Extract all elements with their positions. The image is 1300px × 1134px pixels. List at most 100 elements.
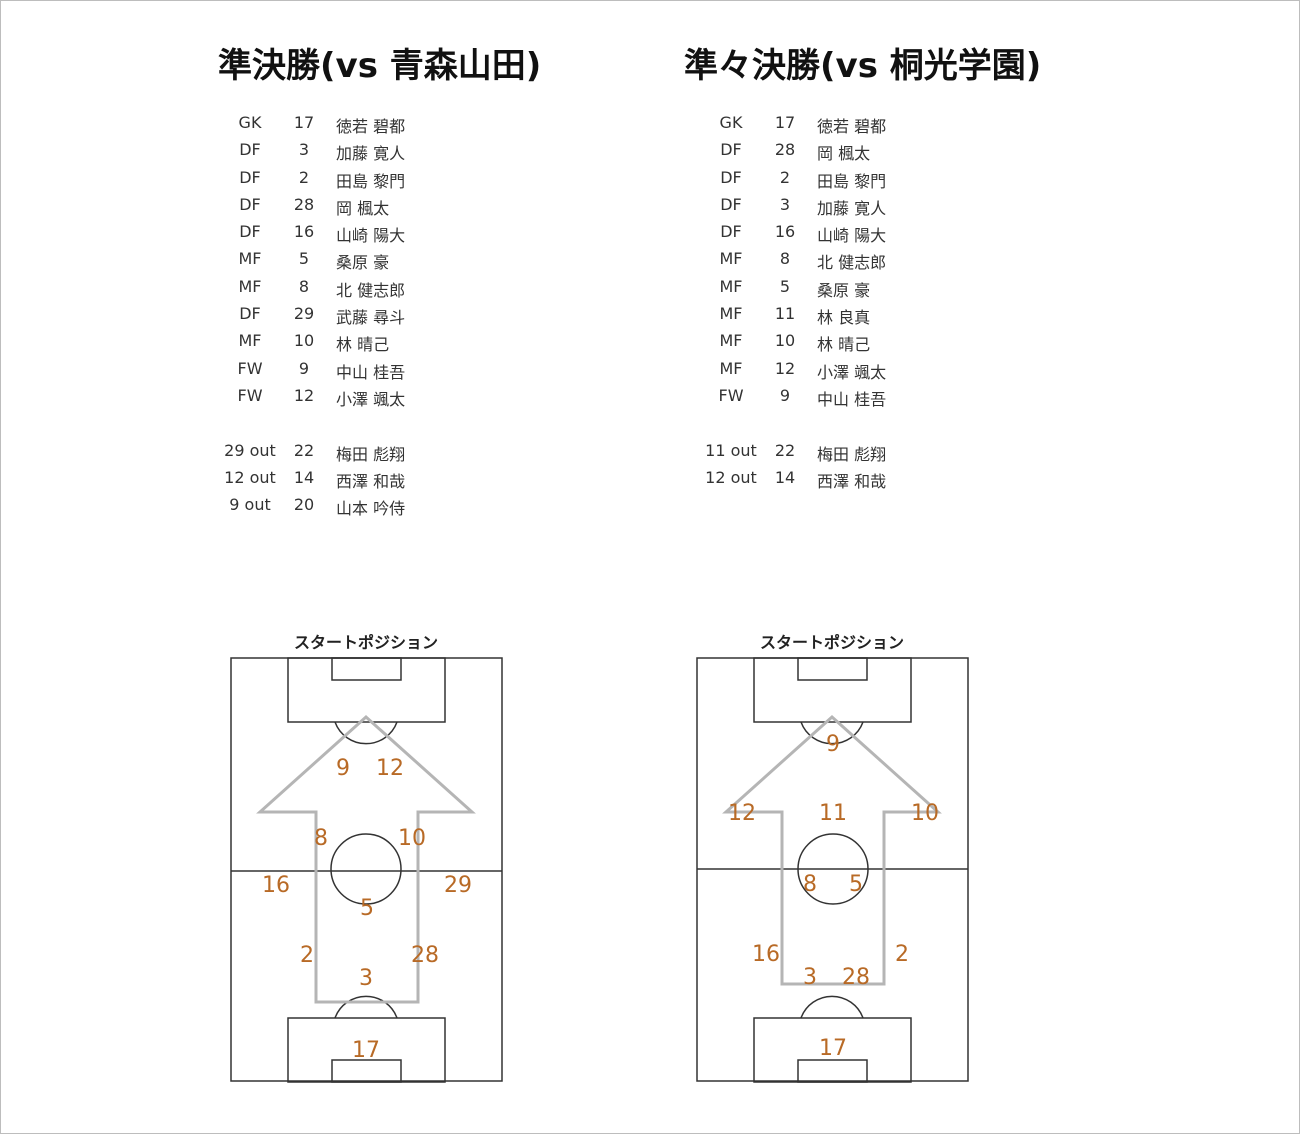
player-marker: 3 [803,965,817,990]
player-name: 山本 吟侍 [336,499,406,519]
player-marker: 17 [352,1038,380,1063]
position: GK [719,113,743,132]
shirt-number: 2 [779,167,791,187]
player-marker: 28 [411,943,439,968]
shirt-number: 28 [774,140,796,160]
player-marker: 8 [314,826,328,851]
shirt-number: 16 [293,222,315,242]
shirt-number: 16 [774,222,796,242]
position: DF [239,167,261,187]
player-name: 岡 楓太 [817,144,871,164]
position: DF [720,167,742,187]
player-marker: 16 [752,942,780,967]
player-name: 桑原 豪 [336,253,390,273]
shirt-number: 12 [774,358,796,378]
substitution: 29 out [224,440,276,460]
pitch-lines [696,657,969,1083]
substitution: 12 out [224,467,276,487]
shirt-number: 5 [779,276,791,296]
center-circle [330,833,402,905]
shirt-number: 12 [293,385,315,405]
player-name: 加藤 寛人 [817,198,887,218]
player-marker: 28 [842,965,870,990]
top-penalty-box [753,657,912,723]
player-name: 西澤 和哉 [817,471,887,491]
shirt-number: 11 [774,304,796,324]
shirt-number: 9 [779,385,791,405]
player-name: 小澤 颯太 [336,389,406,409]
left-pitch-title: スタートポジション [293,633,438,652]
shirt-number: 22 [293,440,315,460]
right-pitch-title: スタートポジション [759,633,904,652]
position: MF [719,331,743,351]
shirt-number: 14 [293,467,315,487]
player-name: 中山 桂吾 [817,389,887,409]
substitution: 9 out [229,495,271,515]
player-name: 北 健志郎 [817,253,887,273]
position: MF [238,276,262,296]
player-marker: 29 [444,873,472,898]
top-penalty-box [287,657,446,723]
player-marker: 2 [895,942,909,967]
player-positions: 9 12 11 10 8 5 16 2 3 28 17 [728,732,939,1061]
player-marker: 10 [398,826,426,851]
player-name: 西澤 和哉 [336,471,406,491]
position: MF [238,249,262,269]
substitution: 11 out [705,440,757,460]
shirt-number: 3 [298,140,310,160]
player-marker: 12 [376,756,404,781]
player-marker: 9 [336,756,350,781]
player-marker: 9 [826,732,840,757]
shirt-number: 5 [298,249,310,269]
top-penalty-arc [334,721,398,745]
player-name: 加藤 寛人 [336,144,406,164]
position: GK [238,113,262,132]
position: MF [719,249,743,269]
top-goal-box [797,657,868,681]
position: DF [720,194,742,214]
attack-arrow [256,714,476,1004]
shirt-number: 8 [298,276,310,296]
position: DF [239,304,261,324]
shirt-number: 29 [293,304,315,324]
pitch-lines [230,657,503,1083]
left-title: 準決勝(vs 青森山田) [218,46,542,86]
shirt-number: 3 [779,194,791,214]
bottom-goal-box [331,1059,402,1083]
shirt-number: 20 [293,495,315,515]
position: DF [720,222,742,242]
position: MF [238,331,262,351]
player-name: 田島 黎門 [817,171,887,191]
player-name: 北 健志郎 [336,280,406,300]
player-name: 岡 楓太 [336,198,390,218]
shirt-number: 2 [298,167,310,187]
position: DF [720,140,742,160]
player-name: 林 良真 [817,308,871,328]
center-circle [797,833,869,905]
shirt-number: 22 [774,440,796,460]
player-marker: 10 [911,801,939,826]
position: FW [237,385,263,405]
position: MF [719,304,743,324]
player-marker: 3 [359,966,373,991]
position: MF [719,276,743,296]
player-name: 梅田 彪翔 [817,444,887,464]
player-name: 中山 桂吾 [336,362,406,382]
player-name: 武藤 尋斗 [336,308,406,328]
top-penalty-arc [800,721,864,745]
shirt-number: 8 [779,249,791,269]
shirt-number: 28 [293,194,315,214]
player-marker: 5 [849,872,863,897]
player-name: 林 晴己 [336,335,390,355]
shirt-number: 9 [298,358,310,378]
player-positions: 9 12 8 10 16 29 5 2 28 3 17 [262,756,472,1063]
player-marker: 5 [360,896,374,921]
player-name: 桑原 豪 [817,280,871,300]
player-name: 林 晴己 [817,335,871,355]
position: DF [239,194,261,214]
position: DF [239,140,261,160]
shirt-number: 10 [293,331,315,351]
position: MF [719,358,743,378]
bottom-goal-box [797,1059,868,1083]
